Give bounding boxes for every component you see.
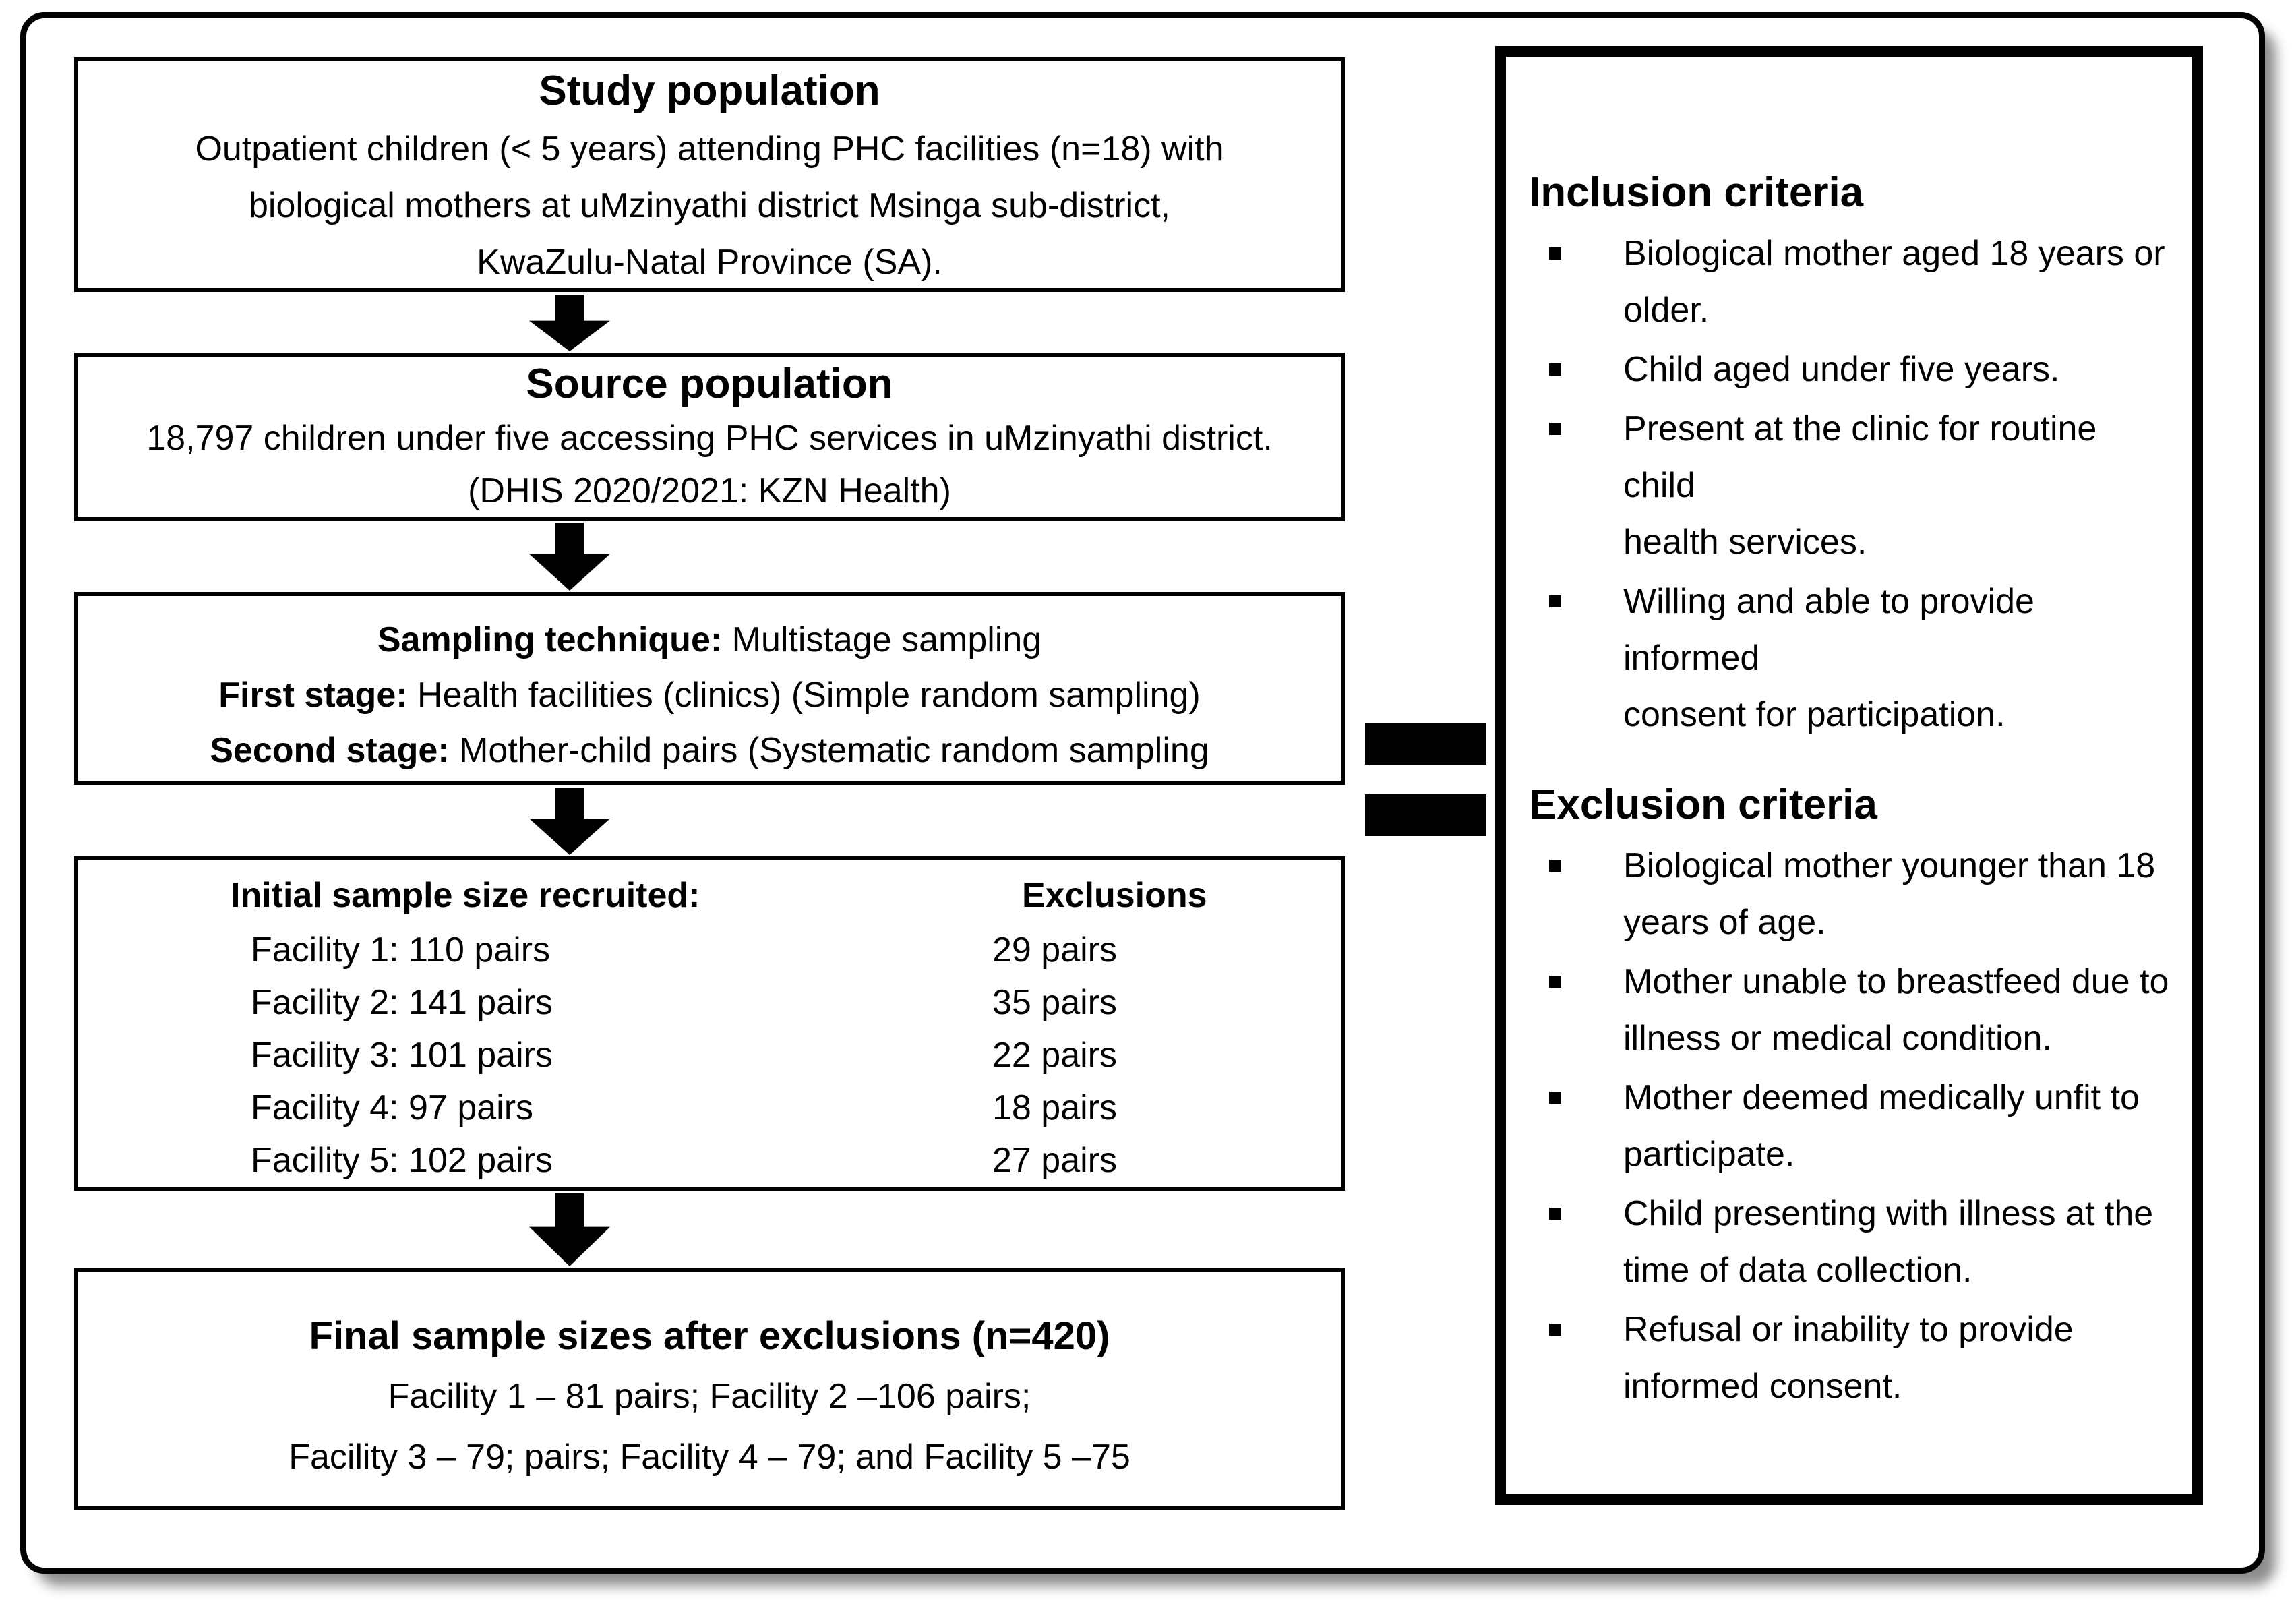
second-stage-label: Second stage:	[210, 731, 450, 770]
study-population-line: biological mothers at uMzinyathi distric…	[249, 186, 1170, 225]
recruited-row: Facility 2: 141 pairs	[251, 983, 553, 1022]
study-population-line: KwaZulu-Natal Province (SA).	[477, 243, 942, 282]
bullet-square-icon	[1549, 1324, 1561, 1336]
second-stage-line: Second stage: Mother-child pairs (System…	[78, 723, 1341, 778]
criteria-item: Mother deemed medically unfit to partici…	[1529, 1069, 2176, 1183]
exclusions-row: 22 pairs	[992, 1036, 1117, 1075]
source-population-line: (DHIS 2020/2021: KZN Health)	[468, 471, 951, 510]
bullet-square-icon	[1549, 860, 1561, 872]
exclusion-criteria-list: Biological mother younger than 18 years …	[1529, 837, 2176, 1417]
source-population-line: 18,797 children under five accessing PHC…	[146, 419, 1273, 458]
criteria-item: Willing and able to provide informed con…	[1529, 573, 2176, 743]
recruited-row: Facility 5: 102 pairs	[251, 1141, 553, 1180]
criteria-item: Biological mother younger than 18 years …	[1529, 837, 2176, 951]
criteria-text: Biological mother aged 18 years or older…	[1623, 234, 2165, 330]
exclusion-criteria-heading: Exclusion criteria	[1529, 781, 1877, 828]
criteria-panel: Inclusion criteria Biological mother age…	[1495, 46, 2203, 1505]
bullet-square-icon	[1549, 423, 1561, 435]
criteria-text: Biological mother younger than 18 years …	[1623, 846, 2156, 942]
sampling-technique-value: Multistage sampling	[722, 620, 1042, 659]
final-sample-title: Final sample sizes after exclusions (n=4…	[309, 1314, 1110, 1358]
recruited-row: Facility 3: 101 pairs	[251, 1036, 553, 1075]
exclusions-row: 27 pairs	[992, 1141, 1117, 1180]
criteria-item: Child presenting with illness at the tim…	[1529, 1185, 2176, 1299]
criteria-item: Mother unable to breastfeed due to illne…	[1529, 953, 2176, 1067]
exclusions-row: 29 pairs	[992, 930, 1117, 970]
criteria-text: Willing and able to provide informed con…	[1623, 582, 2034, 734]
exclusions-column-header: Exclusions	[1022, 876, 1207, 915]
criteria-item: Present at the clinic for routine child …	[1529, 400, 2176, 570]
exclusions-row: 18 pairs	[992, 1088, 1117, 1127]
first-stage-label: First stage:	[218, 676, 408, 715]
second-stage-value: Mother-child pairs (Systematic random sa…	[449, 731, 1209, 770]
criteria-text: Mother deemed medically unfit to partici…	[1623, 1078, 2140, 1174]
recruited-column-header: Initial sample size recruited:	[231, 876, 700, 915]
sampling-technique-label: Sampling technique:	[377, 620, 723, 659]
bullet-square-icon	[1549, 247, 1561, 260]
final-sample-line: Facility 3 – 79; pairs; Facility 4 – 79;…	[289, 1437, 1130, 1477]
down-arrow-icon	[529, 523, 610, 591]
criteria-item: Biological mother aged 18 years or older…	[1529, 225, 2176, 338]
recruited-row: Facility 4: 97 pairs	[251, 1088, 534, 1127]
study-population-box: Study population Outpatient children (< …	[74, 57, 1345, 292]
final-sample-box: Final sample sizes after exclusions (n=4…	[74, 1268, 1345, 1510]
bullet-square-icon	[1549, 976, 1561, 988]
connector-bar-icon	[1365, 723, 1486, 765]
final-sample-line: Facility 1 – 81 pairs; Facility 2 –106 p…	[388, 1377, 1031, 1416]
criteria-text: Child aged under five years.	[1623, 350, 2060, 389]
first-stage-value: Health facilities (clinics) (Simple rand…	[407, 676, 1201, 715]
criteria-text: Child presenting with illness at the tim…	[1623, 1194, 2154, 1290]
down-arrow-icon	[529, 788, 610, 855]
criteria-text: Present at the clinic for routine child …	[1623, 409, 2097, 562]
recruited-row: Facility 1: 110 pairs	[251, 930, 551, 970]
recruited-column: Initial sample size recruited: Facility …	[231, 867, 700, 1187]
connector-bar-icon	[1365, 794, 1486, 836]
bullet-square-icon	[1549, 1208, 1561, 1220]
criteria-text: Refusal or inability to provide informed…	[1623, 1310, 2074, 1406]
criteria-item: Child aged under five years.	[1529, 341, 2176, 398]
study-population-title: Study population	[539, 67, 880, 114]
study-population-line: Outpatient children (< 5 years) attendin…	[195, 129, 1224, 169]
initial-sample-box: Initial sample size recruited: Facility …	[74, 856, 1345, 1191]
sampling-technique-line: Sampling technique: Multistage sampling	[78, 612, 1341, 668]
criteria-item: Refusal or inability to provide informed…	[1529, 1301, 2176, 1415]
first-stage-line: First stage: Health facilities (clinics)…	[78, 668, 1341, 723]
bullet-square-icon	[1549, 595, 1561, 607]
bullet-square-icon	[1549, 363, 1561, 376]
criteria-text: Mother unable to breastfeed due to illne…	[1623, 962, 2169, 1058]
source-population-title: Source population	[526, 361, 893, 407]
down-arrow-icon	[529, 295, 610, 351]
down-arrow-icon	[529, 1193, 610, 1266]
exclusions-row: 35 pairs	[992, 983, 1117, 1022]
inclusion-criteria-list: Biological mother aged 18 years or older…	[1529, 225, 2176, 746]
exclusions-column: Exclusions 29 pairs 35 pairs 22 pairs 18…	[992, 867, 1207, 1187]
source-population-box: Source population 18,797 children under …	[74, 353, 1345, 521]
inclusion-criteria-heading: Inclusion criteria	[1529, 169, 1864, 216]
bullet-square-icon	[1549, 1092, 1561, 1104]
sampling-technique-box: Sampling technique: Multistage sampling …	[74, 592, 1345, 785]
